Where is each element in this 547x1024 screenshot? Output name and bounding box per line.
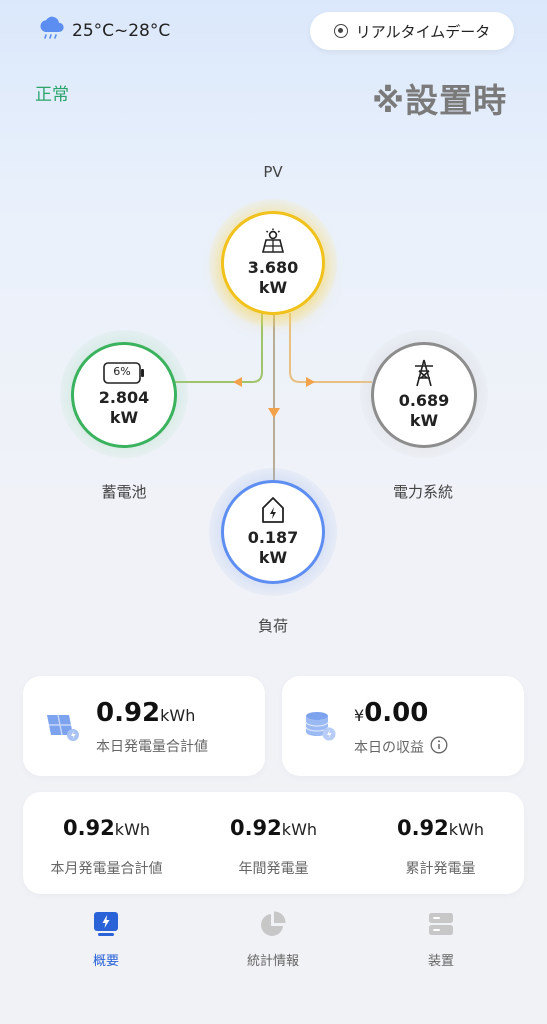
year-generation-unit: kWh [281, 820, 318, 839]
device-icon [427, 910, 455, 942]
realtime-data-button[interactable]: リアルタイムデータ [310, 12, 514, 50]
year-generation-value: 0.92 [229, 816, 282, 840]
coin-stack-icon [304, 710, 338, 746]
month-generation-unit: kWh [114, 820, 151, 839]
energy-flow-lines [175, 313, 372, 482]
total-generation-value: 0.92 [396, 816, 449, 840]
temperature-range: 25°C~28°C [72, 20, 171, 41]
flow-arrow-left [233, 377, 242, 387]
tab-statistics-label: 統計情報 [246, 954, 299, 969]
grid-node[interactable]: 0.689 kW [371, 342, 477, 448]
grid-power-value: 0.689 [398, 391, 450, 410]
pv-power-unit: kW [258, 278, 288, 297]
today-income-value: 0.00 [364, 698, 429, 728]
load-power-value: 0.187 [247, 528, 299, 547]
battery-percent: 6% [113, 365, 131, 378]
solar-panel-icon [259, 228, 287, 258]
battery-power-unit: kW [109, 408, 139, 427]
info-icon[interactable] [430, 736, 448, 758]
grid-label: 電力系統 [392, 483, 453, 501]
load-node[interactable]: 0.187 kW [221, 480, 325, 584]
radio-dot-icon [333, 24, 348, 38]
load-label: 負荷 [257, 617, 288, 635]
tab-device-label: 装置 [427, 954, 454, 969]
currency-symbol: ¥ [354, 706, 365, 725]
tab-statistics[interactable]: 統計情報 [223, 910, 323, 969]
battery-node[interactable]: 6% 2.804 kW [71, 342, 177, 448]
home-bolt-icon [260, 496, 286, 528]
today-income-label: 本日の収益 [354, 740, 424, 756]
month-generation-label: 本月発電量合計値 [50, 861, 163, 877]
realtime-data-label: リアルタイムデータ [355, 22, 491, 41]
year-generation-label: 年間発電量 [238, 861, 309, 877]
system-status: 正常 [35, 85, 69, 105]
install-note: ※設置時 [372, 81, 508, 120]
generation-summary-card: 0.92kWh 本月発電量合計値 0.92kWh 年間発電量 0.92kWh 累… [23, 792, 524, 894]
today-generation-unit: kWh [160, 706, 196, 725]
today-generation-label: 本日発電量合計値 [96, 739, 208, 755]
load-power-unit: kW [258, 548, 288, 567]
weather-widget: 25°C~28°C [38, 16, 170, 45]
flow-arrow-right [306, 377, 315, 387]
tab-overview[interactable]: 概要 [56, 910, 156, 969]
pv-node[interactable]: 3.680 kW [221, 211, 325, 315]
today-generation-value: 0.92 [96, 698, 161, 728]
battery-icon: 6% [103, 362, 145, 384]
pv-power-value: 3.680 [247, 258, 299, 277]
total-generation-label: 累計発電量 [405, 861, 476, 877]
flow-arrow-down [268, 408, 280, 418]
pv-label: PV [263, 163, 283, 181]
tab-overview-label: 概要 [92, 954, 119, 969]
cloud-rain-icon [38, 16, 64, 45]
tab-device[interactable]: 装置 [391, 910, 491, 969]
month-generation-value: 0.92 [62, 816, 115, 840]
today-generation-card[interactable]: 0.92kWh 本日発電量合計値 [23, 676, 265, 776]
power-tower-icon [411, 359, 437, 391]
today-income-card[interactable]: ¥0.00 本日の収益 [282, 676, 524, 776]
pie-chart-icon [259, 910, 287, 942]
battery-power-value: 2.804 [98, 388, 150, 407]
overview-icon [92, 910, 120, 942]
grid-power-unit: kW [409, 411, 439, 430]
total-generation-unit: kWh [448, 820, 485, 839]
battery-label: 蓄電池 [101, 483, 147, 501]
solar-module-icon [43, 711, 81, 745]
